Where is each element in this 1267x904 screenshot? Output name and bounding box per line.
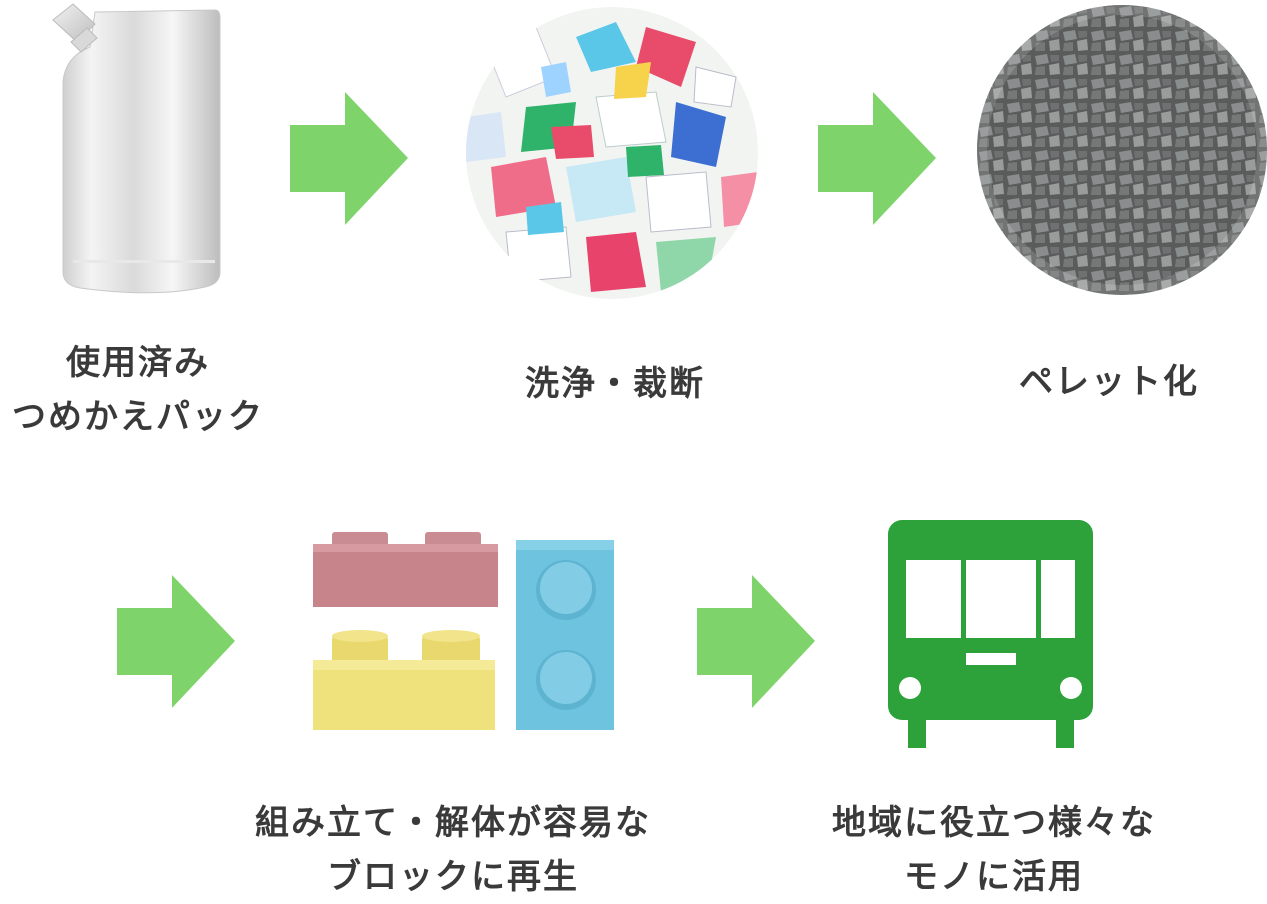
blocks-label-line2: ブロックに再生 — [228, 850, 678, 904]
shredded-plastic-icon — [466, 7, 758, 299]
toy-blocks-icon — [310, 530, 620, 735]
pellets-icon — [977, 5, 1267, 295]
blocks-label: 組み立て・解体が容易な ブロックに再生 — [228, 796, 678, 904]
wash-cut-label: 洗浄・裁断 — [470, 357, 760, 411]
arrow-right-icon — [697, 575, 815, 708]
used-pack-label-line2: つめかえパック — [0, 390, 276, 444]
community-label-line2: モノに活用 — [806, 850, 1182, 904]
community-label-line1: 地域に役立つ様々な — [806, 796, 1182, 850]
arrow-right-icon — [117, 575, 235, 708]
wash-cut-label-text: 洗浄・裁断 — [470, 357, 760, 411]
arrow-right-icon — [818, 92, 936, 225]
arrow-right-icon — [290, 92, 408, 225]
blocks-label-line1: 組み立て・解体が容易な — [228, 796, 678, 850]
pellet-label-text: ペレット化 — [978, 355, 1240, 409]
bus-icon — [888, 520, 1093, 748]
used-pack-label: 使用済み つめかえパック — [0, 336, 276, 444]
refill-pouch-icon — [45, 2, 225, 302]
pellet-label: ペレット化 — [978, 355, 1240, 409]
community-label: 地域に役立つ様々な モノに活用 — [806, 796, 1182, 904]
used-pack-label-line1: 使用済み — [0, 336, 276, 390]
